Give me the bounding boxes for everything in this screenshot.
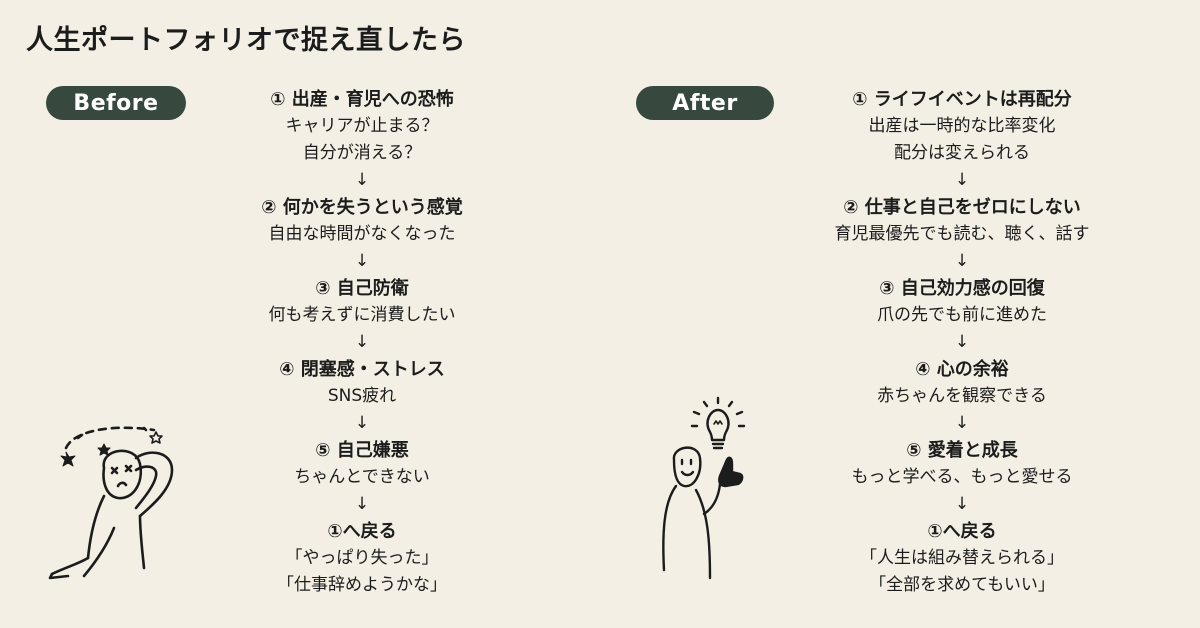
- down-arrow-icon: ↓: [954, 251, 970, 271]
- down-arrow-icon: ↓: [354, 494, 370, 514]
- step-description: 赤ちゃんを観察できる: [877, 386, 1047, 406]
- dizzy-person-icon: [48, 426, 174, 580]
- step-title: ⑤ 自己嫌悪: [315, 440, 409, 461]
- step-description: もっと学べる、もっと愛せる: [851, 467, 1073, 487]
- step-description: 出産は一時的な比率変化: [868, 116, 1056, 136]
- down-arrow-icon: ↓: [354, 413, 370, 433]
- step-title: ①へ戻る: [327, 521, 397, 542]
- step-description: 「やっぱり失った」: [285, 548, 439, 568]
- before-label: Before: [73, 90, 159, 116]
- before-label-pill: Before: [46, 86, 186, 120]
- step-description: 育児最優先でも読む、聴く、話す: [834, 224, 1090, 244]
- down-arrow-icon: ↓: [954, 494, 970, 514]
- step-title: ③ 自己防衛: [315, 278, 409, 299]
- step-title: ② 何かを失うという感覚: [261, 197, 463, 218]
- after-label: After: [672, 90, 738, 116]
- step-description: SNS疲れ: [327, 386, 397, 406]
- step-description: 爪の先でも前に進めた: [877, 305, 1047, 325]
- step-description: 「全部を求めてもいい」: [869, 575, 1055, 595]
- step-title: ⑤ 愛着と成長: [906, 440, 1018, 461]
- step-title: ④ 心の余裕: [915, 359, 1009, 380]
- before-flow: ① 出産・育児への恐怖キャリアが止まる？ 自分が消える？ ↓ ② 何かを失うという感覚…: [162, 86, 562, 599]
- step-title: ③ 自己効力感の回復: [879, 278, 1045, 299]
- after-flow: ① ライフイベントは再配分出産は一時的な比率変化配分は変えられる ↓ ② 仕事と自己…: [762, 86, 1162, 599]
- step-description: 「仕事辞めようかな」: [277, 575, 447, 595]
- down-arrow-icon: ↓: [954, 332, 970, 352]
- down-arrow-icon: ↓: [354, 170, 370, 190]
- step-description: キャリアが止まる？: [285, 116, 439, 136]
- step-title: ①へ戻る: [927, 521, 997, 542]
- step-description: ちゃんとできない: [294, 467, 430, 487]
- step-description: 自由な時間がなくなった: [268, 224, 456, 244]
- step-description: 何も考えずに消費したい: [268, 305, 456, 325]
- page-title: 人生ポートフォリオで捉え直したら: [26, 25, 466, 56]
- after-label-pill: After: [636, 86, 774, 120]
- step-title: ① ライフイベントは再配分: [852, 89, 1072, 110]
- step-title: ④ 閉塞感・ストレス: [279, 359, 445, 380]
- idea-person-icon: [662, 396, 746, 580]
- step-description: 自分が消える？: [302, 143, 422, 163]
- down-arrow-icon: ↓: [354, 332, 370, 352]
- step-title: ② 仕事と自己をゼロにしない: [843, 197, 1081, 218]
- down-arrow-icon: ↓: [354, 251, 370, 271]
- down-arrow-icon: ↓: [954, 413, 970, 433]
- step-title: ① 出産・育児への恐怖: [270, 89, 454, 110]
- step-description: 「人生は組み替えられる」: [860, 548, 1064, 568]
- down-arrow-icon: ↓: [954, 170, 970, 190]
- step-description: 配分は変えられる: [894, 143, 1030, 163]
